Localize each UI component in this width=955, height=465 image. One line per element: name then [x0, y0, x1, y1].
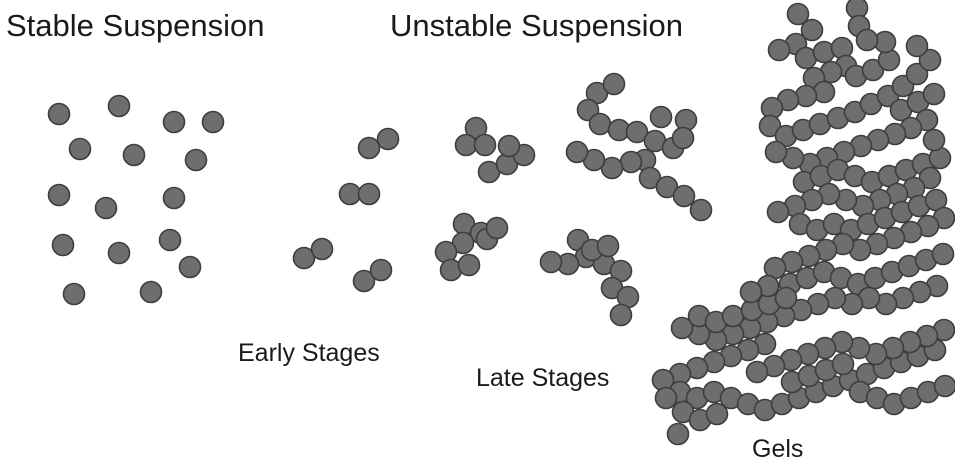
colloid-particle	[107, 241, 131, 265]
label-early-stages: Early Stages	[238, 339, 380, 367]
colloid-particle	[933, 374, 955, 398]
particle-cluster-branch-1	[434, 212, 509, 282]
colloid-particle	[739, 280, 763, 304]
particle-cluster-dimer-3	[292, 237, 334, 270]
colloid-particle	[666, 422, 690, 446]
colloid-particle	[654, 386, 678, 410]
colloid-particle	[357, 182, 381, 206]
particle-group-late-stages	[434, 72, 713, 327]
colloid-particle	[705, 402, 729, 426]
colloid-particle	[861, 58, 885, 82]
colloid-particle	[672, 184, 696, 208]
particle-cluster-dimer-2	[338, 182, 381, 206]
colloid-particle	[721, 304, 745, 328]
label-gels: Gels	[752, 435, 804, 463]
colloid-particle	[162, 110, 186, 134]
colloid-particle	[565, 140, 589, 164]
label-stable-suspension: Stable Suspension	[6, 8, 265, 43]
particle-cluster-dimer-1	[357, 127, 400, 160]
colloid-particle	[670, 316, 694, 340]
colloid-particle	[539, 250, 563, 274]
colloid-particle	[786, 2, 810, 26]
particle-group-gels	[651, 0, 955, 446]
colloid-particle	[454, 133, 478, 157]
colloid-particle	[745, 360, 769, 384]
colloid-particle	[619, 150, 643, 174]
colloid-particle	[918, 48, 942, 72]
colloid-particle	[47, 102, 71, 126]
colloid-particle	[162, 186, 186, 210]
colloid-particle	[107, 94, 131, 118]
colloid-particle	[139, 280, 163, 304]
colloid-particle	[357, 136, 381, 160]
colloid-particle	[68, 137, 92, 161]
particle-group-stable-suspension	[47, 94, 225, 306]
particle-cluster-dimer-4	[352, 258, 393, 293]
colloid-particle	[764, 140, 788, 164]
particle-group-early-stages	[292, 127, 400, 293]
label-unstable-suspension: Unstable Suspension	[390, 8, 683, 43]
colloid-particle	[609, 303, 633, 327]
colloid-particle	[905, 34, 929, 58]
colloid-particle	[905, 62, 929, 86]
particle-cluster-branch-2	[539, 228, 640, 327]
colloid-particle	[369, 258, 393, 282]
colloid-particle	[376, 127, 400, 151]
colloid-particle	[922, 82, 946, 106]
colloid-particle	[457, 253, 481, 277]
colloid-particle	[62, 282, 86, 306]
colloid-particle	[158, 228, 182, 252]
colloid-particle	[671, 126, 695, 150]
colloid-particle	[766, 200, 790, 224]
colloid-particle	[51, 233, 75, 257]
label-late-stages: Late Stages	[476, 364, 610, 392]
particle-cluster-chain-1	[477, 134, 536, 184]
colloid-particle	[767, 38, 791, 62]
colloid-particle	[625, 120, 649, 144]
particle-cluster-trimer-1	[454, 116, 497, 157]
colloid-particle	[758, 114, 782, 138]
colloid-particle	[473, 133, 497, 157]
colloid-particle	[774, 286, 798, 310]
colloid-particle	[922, 128, 946, 152]
colloid-particle	[201, 110, 225, 134]
colloid-particle	[47, 183, 71, 207]
colloid-particle	[485, 216, 509, 240]
colloid-particle	[588, 112, 612, 136]
colloid-particle	[497, 134, 521, 158]
colloid-particle	[184, 148, 208, 172]
colloid-particle	[831, 352, 855, 376]
colloid-particle	[338, 182, 362, 206]
colloid-particle	[855, 28, 879, 52]
particle-cluster-fractal-large	[565, 72, 713, 222]
colloid-particle	[352, 269, 376, 293]
colloid-particle	[596, 234, 620, 258]
colloid-particle	[310, 237, 334, 261]
colloid-particle	[931, 242, 955, 266]
colloid-particle	[292, 246, 316, 270]
colloid-particle	[122, 143, 146, 167]
colloid-particle	[94, 196, 118, 220]
colloid-particle	[602, 72, 626, 96]
colloid-particle	[918, 166, 942, 190]
colloid-particle	[689, 198, 713, 222]
colloid-particle	[178, 255, 202, 279]
colloid-particle	[649, 105, 673, 129]
colloid-particle	[800, 18, 824, 42]
